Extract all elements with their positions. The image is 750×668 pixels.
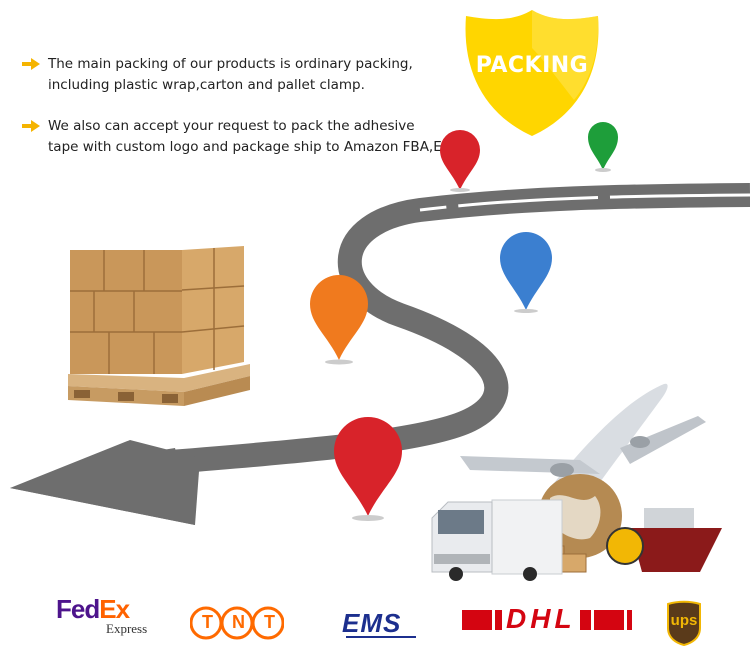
pallet-boxes-icon bbox=[68, 246, 250, 406]
tnt-text: TNT bbox=[202, 612, 294, 632]
ups-logo: ups bbox=[666, 596, 702, 646]
badge-label: PACKING bbox=[475, 53, 589, 78]
map-pin-icon bbox=[440, 130, 480, 192]
dhl-logo: DHL bbox=[462, 596, 632, 646]
shipping-truck-icon bbox=[431, 499, 563, 581]
shipping-montage bbox=[431, 383, 722, 581]
shield-icon bbox=[465, 10, 599, 136]
map-pin-icon bbox=[310, 275, 368, 365]
bullet-custom-info: We also can accept your request to pack … bbox=[22, 116, 472, 158]
map-pin-icon bbox=[588, 122, 618, 172]
arrow-right-icon bbox=[22, 120, 40, 132]
airplane-icon bbox=[460, 383, 706, 496]
bullet-packing-info: The main packing of our products is ordi… bbox=[22, 54, 413, 96]
bullet-text: The main packing of our products is ordi… bbox=[48, 56, 413, 93]
ems-logo: EMS bbox=[342, 596, 418, 646]
packing-badge: PACKING bbox=[462, 8, 602, 138]
map-pin-icon bbox=[334, 417, 402, 521]
bullet-text: We also can accept your request to pack … bbox=[48, 118, 472, 155]
arrow-right-icon bbox=[22, 58, 40, 70]
tnt-logo: TNT bbox=[190, 596, 284, 646]
map-pin-icon bbox=[500, 232, 552, 313]
fedex-logo: FedEx Express bbox=[56, 594, 148, 636]
